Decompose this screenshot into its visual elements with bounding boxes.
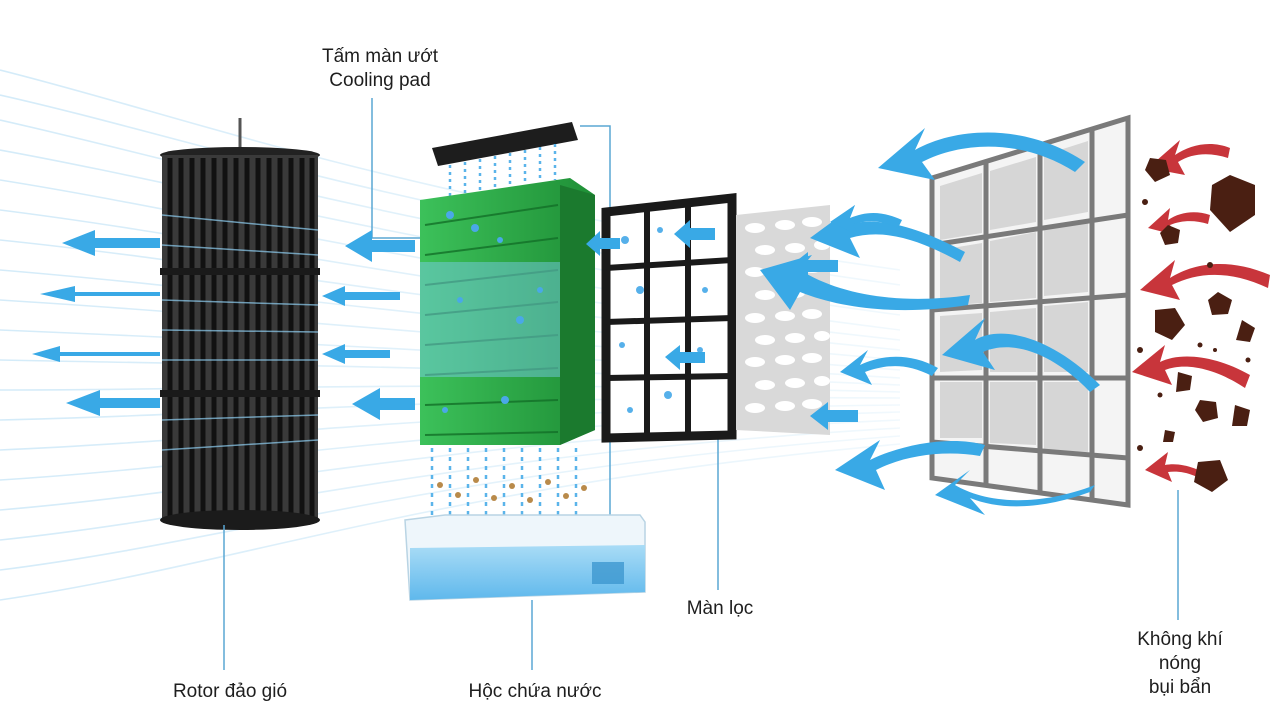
label-cooling-pad-line1: Tấm màn ướt [322,46,438,67]
filter-frame-icon [601,192,737,443]
label-water-tank: Hộc chứa nước [468,681,602,702]
rotor-icon [160,118,320,530]
hot-air-arrow-icon [1132,140,1270,488]
label-hot-air-line2: nóng [1158,653,1202,674]
label-rotor: Rotor đảo gió [172,681,288,702]
grid-filter-icon [929,114,1131,508]
label-cooling-pad: Tấm màn ướt Cooling pad [305,45,455,93]
label-cooling-pad-line2: Cooling pad [329,70,431,91]
water-distributor-icon [432,122,578,200]
label-hot-air-line3: bụi bẩn [1148,677,1212,698]
dust-particle-icon [1137,158,1255,492]
cooling-pad-icon [420,178,595,445]
label-hot-air-line1: Không khí [1137,629,1223,650]
water-tank-icon [404,514,646,601]
label-filter: Màn lọc [686,598,754,619]
label-hot-air: Không khí nóng bụi bẩn [1110,628,1250,700]
airflow-arrow-icon [32,128,1100,515]
water-drips [430,448,587,515]
